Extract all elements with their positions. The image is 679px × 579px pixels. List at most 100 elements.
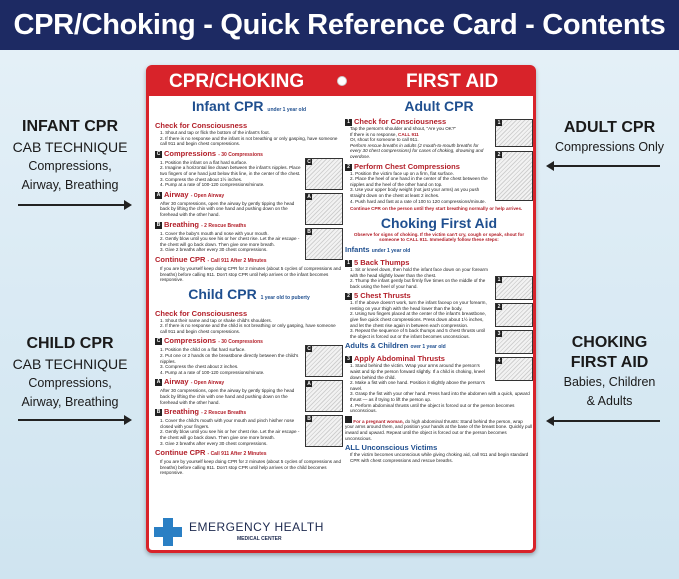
banner-title: CPR/Choking - Quick Reference Card - Con… xyxy=(13,9,666,41)
label-desc: & Adults xyxy=(586,394,633,408)
adults-heading: Adults & Children over 1 year old xyxy=(345,341,446,351)
label-desc: Airway, Breathing xyxy=(21,395,119,409)
infant-check-heading: Check for Consciousness xyxy=(155,121,248,130)
pregnant-note: For a pregnant woman, do high abdominal … xyxy=(345,415,533,441)
card-header-right: FIRST AID xyxy=(406,71,499,92)
step: After 30 compressions, open the airway b… xyxy=(160,200,295,217)
step: Tap the person's shoulder and shout, "Ar… xyxy=(350,126,457,131)
illustration-airway: A xyxy=(305,192,343,225)
step: 4. Pump at a rate of 100-120 compression… xyxy=(160,182,265,188)
label-desc: Babies, Children xyxy=(563,375,656,389)
step: 2. Put one or 2 hands on the breastbone … xyxy=(160,353,299,364)
page-banner: CPR/Choking - Quick Reference Card - Con… xyxy=(0,0,679,50)
illustration-airway: A xyxy=(305,380,343,413)
arrow-right-icon xyxy=(18,200,132,210)
logo-name: EMERGENCY HEALTH xyxy=(189,520,324,534)
adult-cpr-title: Adult CPR xyxy=(404,98,474,114)
choking-intro: Observe for signs of choking. If the vic… xyxy=(353,231,525,243)
label-desc: Airway, Breathing xyxy=(21,178,119,192)
step: If you are by yourself keep doing CPR fo… xyxy=(160,459,342,476)
infants-heading: Infants under 1 year old xyxy=(345,244,411,254)
illustration-breathing: B xyxy=(305,227,343,260)
child-cpr-title: Child CPR 1 year old to puberty xyxy=(188,285,310,302)
logo-subtitle: MEDICAL CENTER xyxy=(237,536,282,542)
step: 1. Stand behind the victim. Wrap your ar… xyxy=(350,363,485,380)
child-check-heading: Check for Consciousness xyxy=(155,308,248,318)
arrow-right-icon xyxy=(18,415,132,425)
child-continue-heading: Continue CPR - Call 911 After 2 Minutes xyxy=(155,448,267,458)
reference-card: CPR/CHOKING FIRST AID Infant CPR under 1… xyxy=(146,65,536,553)
step: 3. Use your upper body weight (not just … xyxy=(350,187,480,198)
label-title: CHOKING xyxy=(571,334,648,351)
label-title: INFANT CPR xyxy=(22,118,118,135)
step: 1. Position the victim face up on a firm… xyxy=(350,170,454,176)
step: 2. Thump the infant gently but firmly fi… xyxy=(350,278,486,289)
label-desc: Compressions, xyxy=(28,376,112,390)
medical-cross-logo-icon xyxy=(154,518,182,546)
step: 2. Using two fingers placed at the cente… xyxy=(350,311,486,328)
label-title: ADULT CPR xyxy=(563,119,656,136)
step: 3. Repeat the sequence of 5 back thumps … xyxy=(350,328,485,339)
step: 3. Compress the chest about 2 inches. xyxy=(160,364,239,370)
card-header-left: CPR/CHOKING xyxy=(169,71,305,92)
step: 2. Gently blow until you see his or her … xyxy=(160,429,300,440)
step: 1. Sit or kneel down, then hold the infa… xyxy=(350,266,488,278)
step: 2. Place the heel of one hand in the cen… xyxy=(350,176,488,187)
card-header: CPR/CHOKING FIRST AID xyxy=(149,68,533,96)
step: 1. Shout their name and tap or shake chi… xyxy=(160,317,272,323)
step: 3. Give 2 breaths after every 30 chest c… xyxy=(160,247,268,253)
step: Or, shout for someone to call 911. xyxy=(350,137,419,143)
illustration-abdominal-thrusts-child: 4 xyxy=(495,356,533,381)
label-desc: Compressions Only xyxy=(554,140,665,154)
step: 1. Position the child on a flat hard sur… xyxy=(160,347,246,353)
step: 2. Imagine a horizontal line drawn betwe… xyxy=(160,165,301,176)
illustration-check: 1 xyxy=(495,119,533,147)
illustration-compressions: 2 xyxy=(495,151,533,201)
step: 1. Shout and tap or flick the bottom of … xyxy=(160,130,270,135)
label-infant-cpr: INFANT CPR CAB TECHNIQUE Compressions, A… xyxy=(0,117,140,195)
continue-note: Continue CPR on the person until they st… xyxy=(350,206,523,212)
step: 1. Cover the baby's mouth and nose with … xyxy=(160,230,269,236)
step: 2. If there is no response and the child… xyxy=(160,323,336,334)
label-subtitle: CAB TECHNIQUE xyxy=(12,139,128,155)
step: 3. Grasp the fist with your other hand. … xyxy=(350,391,530,402)
illustration-abdominal-thrusts: 3 xyxy=(495,329,533,354)
step: 3. Compress the chest about 1½ inches. xyxy=(160,176,243,182)
step: If there is no response, CALL 911 xyxy=(350,131,419,137)
step: If the victim becomes unconscious while … xyxy=(350,452,529,463)
label-title: FIRST AID xyxy=(570,354,649,371)
infant-continue-heading: Continue CPR - Call 911 After 2 Minutes xyxy=(155,254,267,264)
illustration-compressions: C xyxy=(305,345,343,378)
step: 3. Give 2 breaths after every 30 chest c… xyxy=(160,440,268,446)
step: 2. If there is no response and the infan… xyxy=(160,135,338,147)
infant-cpr-title: Infant CPR under 1 year old xyxy=(191,98,307,114)
illustration-compressions: C xyxy=(305,157,343,190)
card-hole xyxy=(337,76,347,86)
step: 4. Pump at a rate of 100-120 compression… xyxy=(160,369,265,375)
step: 2. Make a fist with one hand. Position i… xyxy=(350,380,485,391)
label-choking-first-aid: CHOKING FIRST AID Babies, Children & Adu… xyxy=(540,333,679,411)
label-adult-cpr: ADULT CPR Compressions Only xyxy=(540,118,679,157)
step: 4. Push hard and fast at a rate of 100 t… xyxy=(350,198,486,204)
label-title: CHILD CPR xyxy=(26,335,114,352)
step: 1. If the above doesn't work, turn the i… xyxy=(350,300,487,311)
unconscious-heading: ALL Unconscious Victims xyxy=(345,443,438,453)
label-desc: Compressions, xyxy=(28,159,112,173)
illustration-breathing: B xyxy=(305,415,343,448)
illustration-back-thumps: 1 xyxy=(495,275,533,300)
left-column: Infant CPR under 1 year old Check for Co… xyxy=(155,98,343,476)
step: After 30 compressions, open the airway b… xyxy=(160,388,295,405)
label-subtitle: CAB TECHNIQUE xyxy=(12,356,128,372)
step: Perform rescue breaths in adults (2 mout… xyxy=(350,142,484,159)
step: If you are by yourself keep doing CPR fo… xyxy=(160,265,342,283)
label-child-cpr: CHILD CPR CAB TECHNIQUE Compressions, Ai… xyxy=(0,334,140,412)
step: 2. Gently blow until you see his or her … xyxy=(160,236,300,247)
step: 4. Perform abdominal thrusts until the o… xyxy=(350,402,515,414)
arrow-left-icon xyxy=(546,416,660,426)
step: 1. Position the infant on a flat hard su… xyxy=(160,159,248,165)
arrow-left-icon xyxy=(546,161,660,171)
illustration-chest-thrusts: 2 xyxy=(495,302,533,327)
step: 1. Cover the child's mouth with your mou… xyxy=(160,418,295,429)
choking-title: Choking First Aid xyxy=(380,214,498,231)
